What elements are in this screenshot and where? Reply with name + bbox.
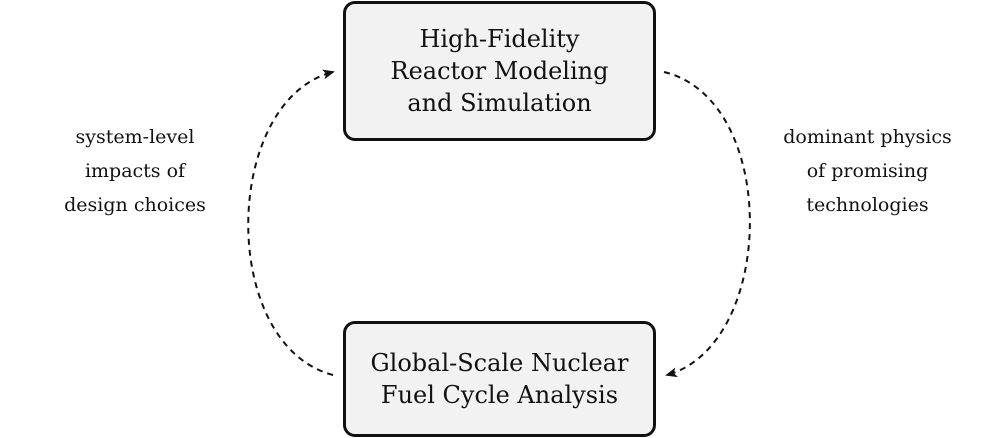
edge-label-line: dominant physics [783,126,952,148]
node-title-line: Reactor Modeling [390,57,609,85]
edge-label-line: system-level [75,126,195,148]
edge-label-line: technologies [806,194,929,216]
reactor-modeling-node: High-Fidelity Reactor Modeling and Simul… [343,1,656,141]
left-edge-label: system-level impacts of design choices [40,120,230,222]
left-dashed-arrow [247,69,335,376]
node-title-line: and Simulation [407,89,592,117]
node-title-line: Fuel Cycle Analysis [380,381,619,409]
node-title-line: High-Fidelity [419,25,580,53]
edge-label-line: of promising [806,160,929,182]
fuel-cycle-node: Global-Scale Nuclear Fuel Cycle Analysis [343,321,656,437]
edge-label-line: impacts of [84,160,186,182]
edge-label-line: design choices [64,194,206,216]
right-edge-label: dominant physics of promising technologi… [770,120,965,222]
right-dashed-arrow [663,71,751,378]
node-title-line: Global-Scale Nuclear [370,349,629,377]
